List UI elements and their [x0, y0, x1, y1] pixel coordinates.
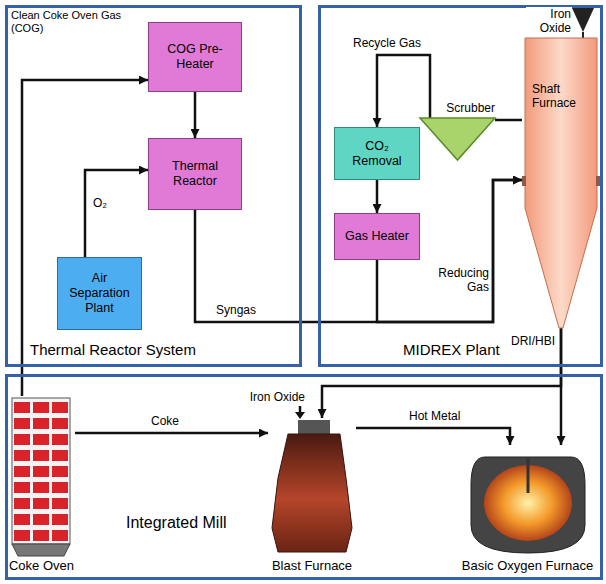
scrubber-drawing [420, 118, 495, 160]
flow-label: Hot Metal [408, 409, 461, 423]
oven-chamber [33, 434, 49, 445]
oven-chamber [52, 418, 68, 429]
region-title: MIDREX Plant [403, 341, 500, 359]
oven-chamber [14, 498, 30, 509]
blast-drawing [268, 418, 356, 574]
flow-connector [195, 180, 522, 322]
region-title: Thermal Reactor System [30, 341, 196, 359]
gas-inlet [522, 176, 526, 186]
oven-chamber [33, 482, 49, 493]
process-box: COG Pre-Heater [148, 22, 242, 92]
unit-label: Scrubber [446, 101, 495, 115]
flow-connector [377, 55, 430, 127]
flow-connector [75, 432, 268, 435]
ore-hopper [572, 8, 594, 32]
plant-box: Air Separation Plant [57, 257, 142, 330]
mill-region: Integrated MillCoke OvenBlast FurnaceBas… [5, 374, 603, 580]
oven-chamber [33, 402, 49, 413]
oven-chamber [52, 498, 68, 509]
unit-label: Shaft Furnace [532, 82, 594, 111]
hopper-feed [582, 32, 584, 38]
flow-label: Recycle Gas [352, 36, 422, 50]
converter-vessel [471, 457, 585, 553]
oven-chamber [52, 514, 68, 525]
heater-box: Gas Heater [334, 213, 420, 260]
oven-chamber [33, 466, 49, 477]
reactor-box: Thermal Reactor [148, 138, 242, 210]
oven-chamber [52, 450, 68, 461]
box-label: Air Separation Plant [62, 271, 137, 316]
oxygen-furnace: Basic Oxygen Furnace [455, 445, 600, 574]
flow-label: Syngas [215, 303, 257, 317]
flow-label: O₂ [92, 196, 108, 210]
oven-chamber [52, 482, 68, 493]
box-label: Gas Heater [345, 229, 409, 244]
oven-chamber [33, 514, 49, 525]
system-region: Thermal Reactor System COG Pre-HeaterTher… [5, 5, 302, 367]
oven-base [12, 544, 70, 556]
oven-chamber [14, 482, 30, 493]
flow-label: Coke [150, 414, 180, 428]
oven-chamber [52, 530, 68, 541]
oven-chamber [14, 466, 30, 477]
oven-chamber [33, 418, 49, 429]
plant-region: MIDREX Plant CO₂ RemovalGas Heater Scrubbe… [318, 5, 603, 367]
furnace-shell [525, 38, 597, 328]
blast-furnace: Blast Furnace [268, 418, 356, 574]
unit-label: Coke Oven [0, 558, 87, 574]
region-title: Integrated Mill [126, 513, 227, 532]
oven-battery [12, 398, 70, 544]
oxygen-lance [527, 457, 530, 493]
furnace-top [298, 420, 330, 434]
feed-label: Iron Oxide [526, 7, 572, 36]
oven-chamber [14, 434, 30, 445]
process-box: CO₂ Removal [334, 127, 420, 180]
oven-chamber [52, 434, 68, 445]
oven-chamber [14, 514, 30, 525]
oven-chamber [14, 418, 30, 429]
ore-feed-line [299, 406, 302, 412]
oven-chamber [33, 530, 49, 541]
flow-label: DRI/HBI [500, 334, 556, 348]
flow-connector [376, 180, 379, 213]
gas-inlet [596, 176, 600, 186]
oven-chamber [33, 450, 49, 461]
flow-connector [322, 328, 561, 418]
box-label: COG Pre-Heater [153, 42, 237, 72]
shaft-drawing [522, 38, 600, 328]
oven-chamber [14, 450, 30, 461]
ore-feed-arrowhead [295, 412, 305, 419]
flow-connector [495, 119, 522, 122]
furnace-body [272, 434, 352, 552]
oven-chamber [14, 530, 30, 541]
feed-label: Iron Oxide [232, 390, 306, 404]
flow-label: Clean Coke Oven Gas (COG) [10, 9, 130, 35]
coke-drawing [8, 396, 75, 574]
unit-label: Basic Oxygen Furnace [443, 558, 606, 574]
oven-chamber [33, 498, 49, 509]
oven-chamber [52, 466, 68, 477]
flow-connector [85, 170, 148, 257]
flow-connector [194, 92, 197, 138]
coke-oven: Coke Oven [8, 396, 75, 574]
scrubber-cone [420, 118, 495, 160]
bof-drawing [455, 445, 600, 574]
box-label: Thermal Reactor [153, 159, 237, 189]
unit-label: Blast Furnace [256, 558, 368, 574]
flow-label: Reducing Gas [426, 266, 490, 295]
box-label: CO₂ Removal [339, 139, 415, 169]
flow-connector [356, 428, 510, 445]
oven-chamber [52, 402, 68, 413]
scrubber-symbol: Scrubber [420, 118, 495, 160]
oven-chamber [14, 402, 30, 413]
shaft-furnace: Shaft Furnace [522, 38, 600, 328]
